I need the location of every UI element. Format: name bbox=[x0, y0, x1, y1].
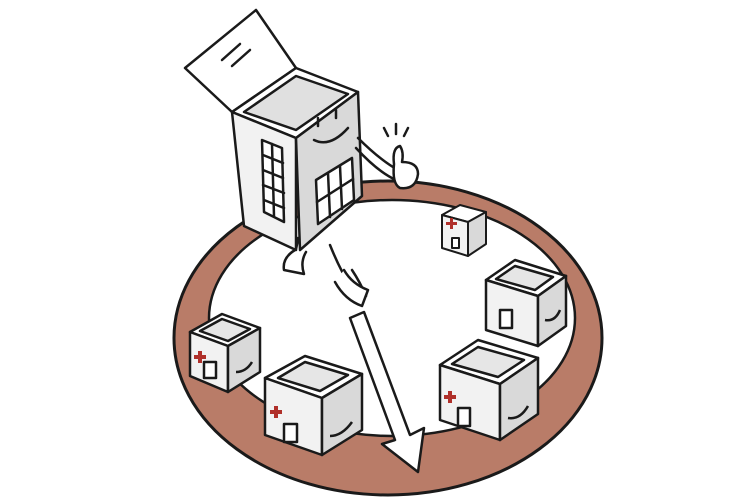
clinic-box-bottom-left bbox=[263, 354, 364, 457]
building-character bbox=[183, 8, 420, 308]
clinic-box-right bbox=[484, 258, 568, 348]
clinic-box-small-top-right bbox=[441, 204, 487, 257]
arrow-icon bbox=[348, 310, 426, 474]
clinic-box-bottom-right bbox=[438, 338, 540, 442]
clinic-box-left bbox=[188, 312, 262, 394]
